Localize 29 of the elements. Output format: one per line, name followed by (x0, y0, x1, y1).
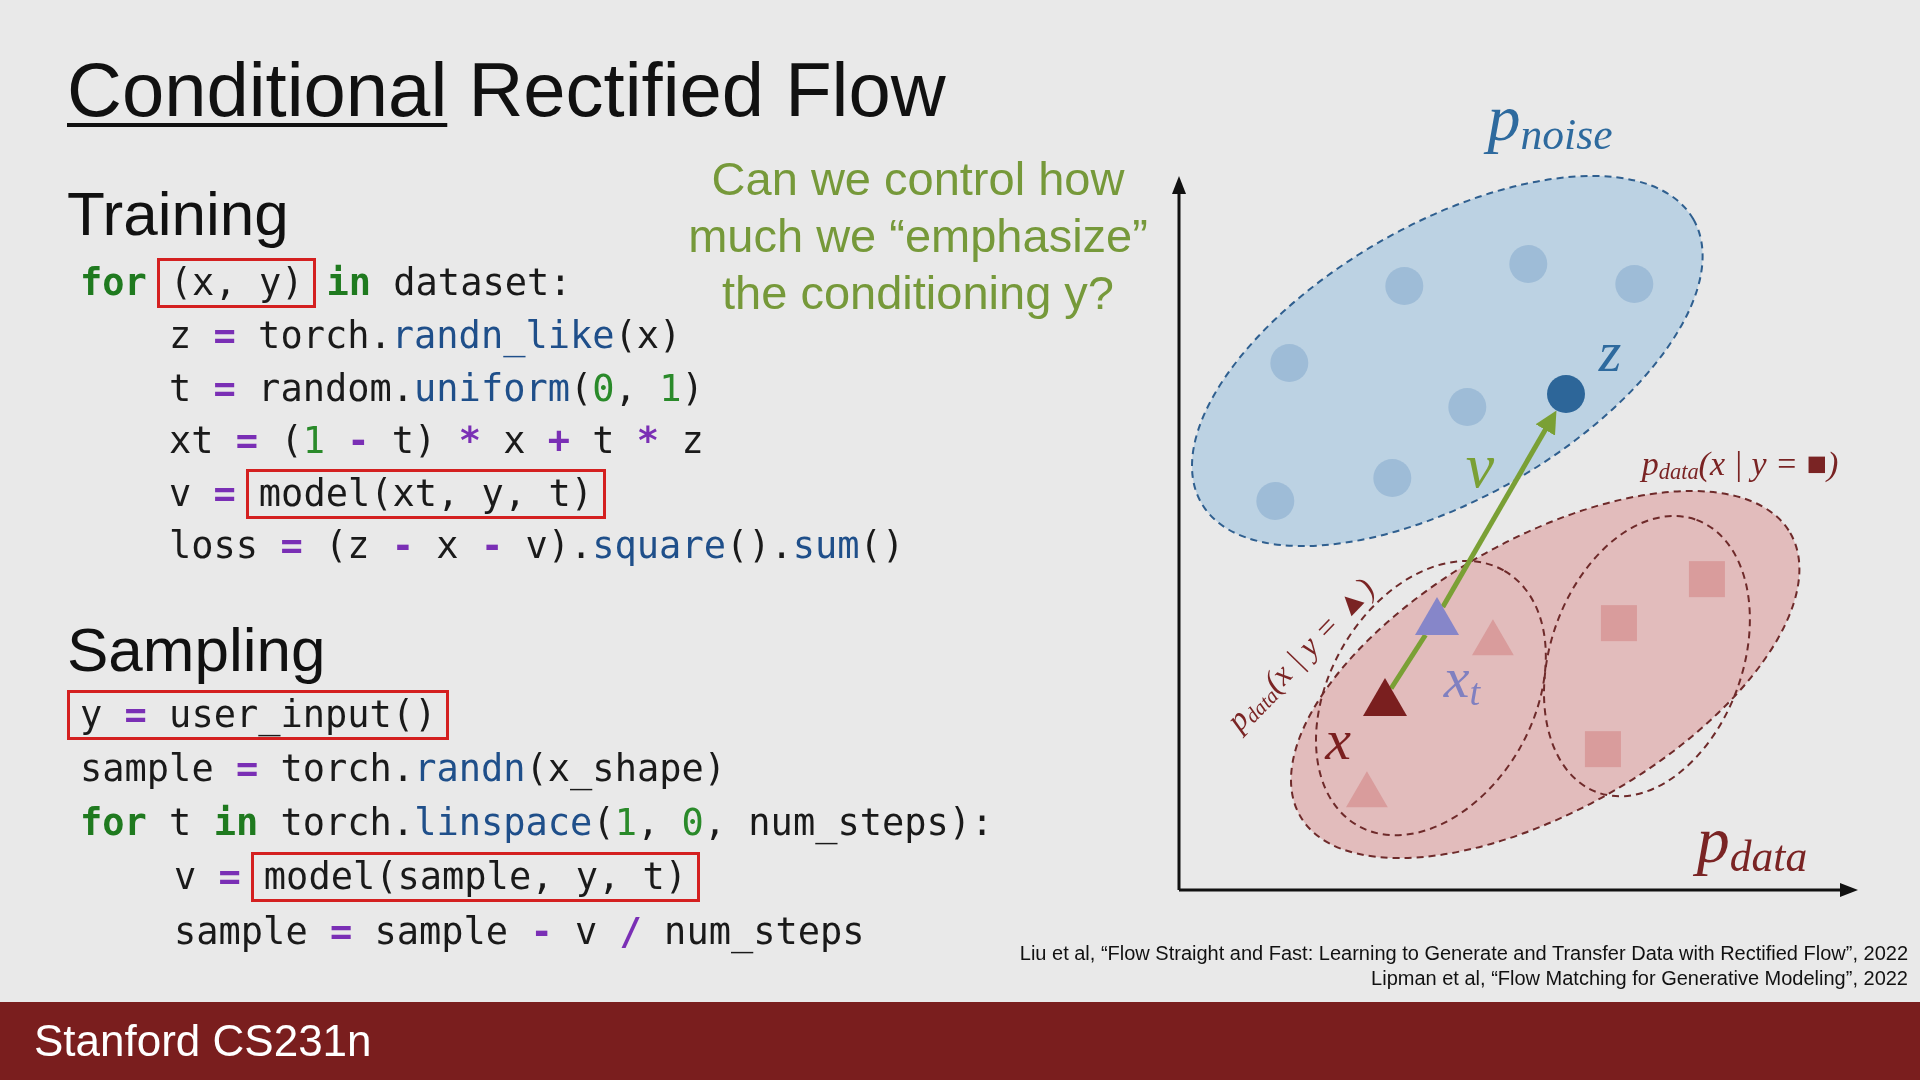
code-line: sample = torch.randn(x_shape) (80, 746, 727, 793)
code-text: v = (174, 854, 241, 900)
footer-text: Stanford CS231n (34, 1015, 372, 1067)
citation: Liu et al, “Flow Straight and Fast: Learning to Generate and Transfer Data with Rectified Flow”, 2022 (1019, 941, 1908, 965)
variable-label: x$_{t}$ (1443, 649, 1481, 707)
section-heading: Sampling (67, 614, 326, 686)
code-line: t = random.uniform(0, 1) (169, 366, 704, 412)
code-text: for (80, 260, 147, 306)
slide-title: Conditional Rectified Flow (67, 46, 946, 134)
code-text: v = (169, 471, 236, 517)
variable-label: x (1325, 711, 1351, 769)
code-line: sample = sample - v / num_steps (174, 909, 865, 956)
code-line: for t in torch.linspace(1, 0, num_steps): (80, 800, 994, 847)
citation: Lipman et al, “Flow Matching for Generative Modeling”, 2022 (1371, 966, 1908, 990)
edge-label: v (1465, 434, 1495, 498)
highlighted-code: y = user_input() (67, 689, 450, 740)
code-line: xt = (1 - t) * x + t * z (169, 418, 704, 464)
code-line: z = torch.randn_like(x) (169, 313, 682, 360)
variable-label: z (1598, 323, 1622, 381)
arrow (1440, 410, 1557, 609)
highlighted-code: (x, y) (156, 257, 317, 308)
distribution-label: p$_{data}$(x | y = ■) (1641, 447, 1839, 481)
highlighted-code: model(sample, y, t) (250, 851, 701, 902)
question-text: Can we control how much we “emphasize” the conditioning y? (687, 151, 1149, 321)
code-line: loss = (z - x - v).square().sum() (169, 523, 905, 569)
highlighted-code: model(xt, y, t) (245, 468, 606, 519)
connector-line (1389, 633, 1428, 690)
code-text: in dataset: (326, 260, 572, 306)
section-heading: Training (67, 178, 289, 250)
